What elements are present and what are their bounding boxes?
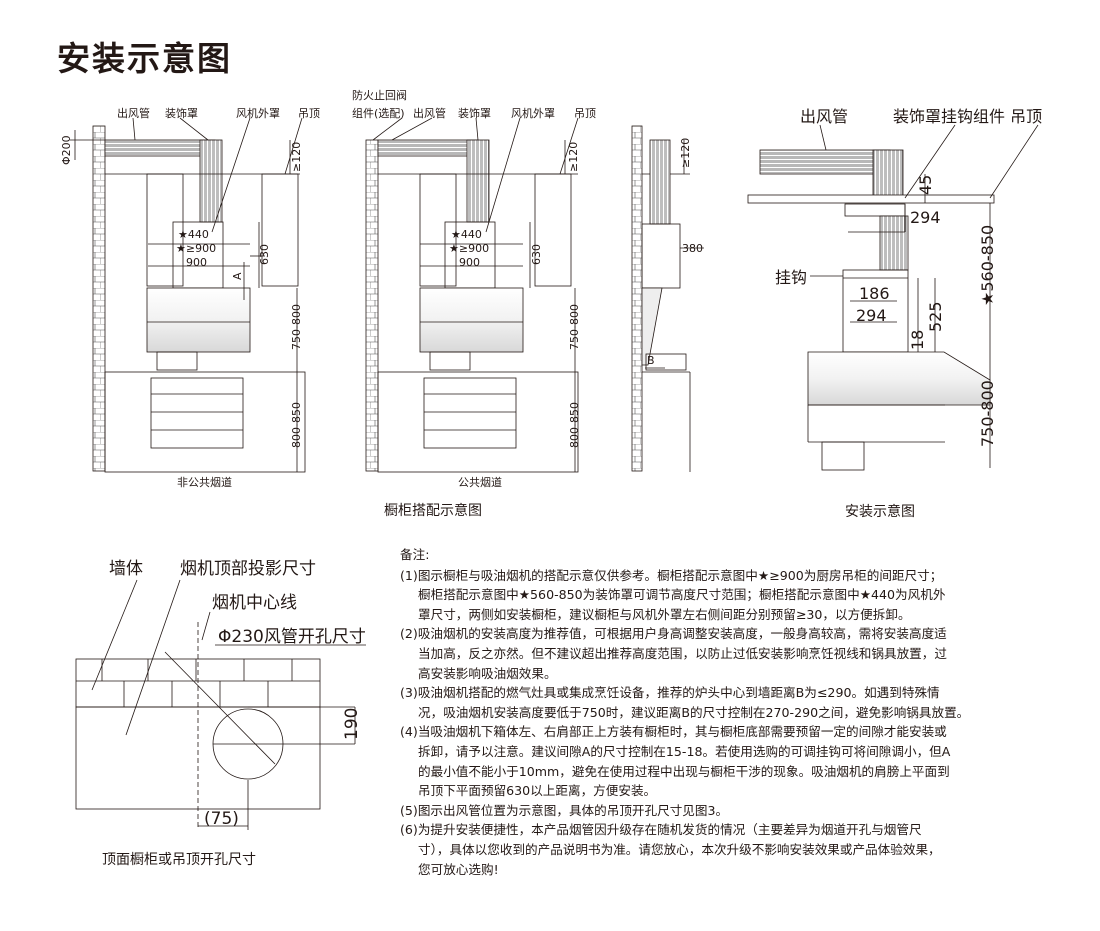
note-line: 罩尺寸，两侧如安装橱柜，建议橱柜与风机外罩左右侧间距分别预留≥30，以方便拆卸。 bbox=[418, 606, 911, 622]
label-outlet-pipe: 出风管 bbox=[117, 106, 150, 120]
page-title: 安装示意图 bbox=[57, 39, 232, 78]
note-line: 吊顶下平面预留630以上距离，方便安装。 bbox=[418, 783, 657, 799]
note-line: (2)吸油烟机的安装高度为推荐值，可根据用户身高调整安装高度，一般身高较高，需将… bbox=[400, 626, 947, 642]
label-fire-valve-optional: 组件(选配) bbox=[352, 106, 405, 120]
label-fan-cover: 风机外罩 bbox=[236, 106, 280, 120]
notes-section: 备注: (1)图示橱柜与吸油烟机的搭配示意仅供参考。橱柜搭配示意图中★≥900为… bbox=[400, 545, 1040, 879]
label-d380: 380 bbox=[682, 242, 703, 255]
cabinet-diagram-public-labels: 防火止回阀 组件(选配) 出风管 装饰罩 风机外罩 吊顶 ≥120 ★440 ★… bbox=[352, 88, 596, 489]
label-b: B bbox=[647, 354, 655, 367]
caption-hole: 顶面橱柜或吊顶开孔尺寸 bbox=[102, 852, 256, 868]
wall-brick bbox=[92, 125, 106, 472]
note-line: 况，吸油烟机安装高度要低于750时，建议距离B的尺寸控制在270-290之间，避… bbox=[418, 704, 970, 720]
caption-cabinet-matching: 橱柜搭配示意图 bbox=[384, 502, 482, 519]
label-d190: 190 bbox=[342, 708, 362, 740]
note-line: 当加高，反之亦然。但不建议超出推荐高度范围，以防止过低安装影响烹饪视线和锅具放置… bbox=[418, 645, 947, 661]
caption-private-flue: 非公共烟道 bbox=[177, 475, 232, 489]
label-h630: 630 bbox=[258, 244, 271, 265]
note-line: 的最小值不能小于10mm，避免在使用过程中出现与橱柜干涉的现象。吸油烟机的肩膀上… bbox=[418, 763, 950, 779]
label-ceiling: 吊顶 bbox=[574, 107, 596, 120]
label-h750-800: 750-800 bbox=[290, 304, 303, 350]
label-star900: ★≥900 bbox=[176, 242, 216, 255]
label-h800-850: 800-850 bbox=[290, 402, 303, 448]
cabinet-diagram-public-flue bbox=[365, 117, 579, 473]
install-diagram-labels: 出风管 装饰罩挂钩组件 吊顶 挂钩 45 294 186 294 525 18 … bbox=[775, 107, 1042, 447]
label-projection: 烟机顶部投影尺寸 bbox=[180, 559, 316, 579]
label-gap-a: A bbox=[231, 272, 244, 280]
label-star440: ★440 bbox=[451, 228, 482, 241]
note-line: (6)为提升安装便捷性，本产品烟管因升级存在随机发货的情况（主要差异为烟道开孔与… bbox=[400, 822, 922, 838]
label-d294-top: 294 bbox=[910, 208, 941, 227]
note-line: 橱柜搭配示意图中★560-850为装饰罩可调节高度尺寸范围；橱柜搭配示意图中★4… bbox=[418, 587, 946, 603]
label-outlet-pipe: 出风管 bbox=[413, 106, 446, 120]
install-diagram bbox=[747, 124, 1039, 471]
ceiling-hole-diagram bbox=[75, 579, 366, 830]
note-line: (1)图示橱柜与吸油烟机的搭配示意仅供参考。橱柜搭配示意图中★≥900为厨房吊柜… bbox=[400, 567, 943, 583]
label-w900: 900 bbox=[186, 256, 207, 269]
label-fan-cover: 风机外罩 bbox=[511, 106, 555, 120]
label-d186: 186 bbox=[859, 284, 890, 303]
label-hole-size: Φ230风管开孔尺寸 bbox=[218, 627, 366, 647]
label-ge120: ≥120 bbox=[290, 142, 303, 172]
label-hook: 挂钩 bbox=[775, 268, 807, 287]
side-view-diagram bbox=[631, 125, 704, 472]
ceiling-hole-labels: 墙体 烟机顶部投影尺寸 烟机中心线 Φ230风管开孔尺寸 190 (75) 顶面… bbox=[102, 559, 366, 868]
label-decor-cover: 装饰罩 bbox=[458, 106, 491, 120]
label-wall: 墙体 bbox=[109, 559, 143, 579]
note-line: (4)当吸油烟机下箱体左、右肩部正上方装有橱柜时，其与橱柜底部需要预留一定的间隙… bbox=[400, 724, 947, 740]
label-hook-assembly: 装饰罩挂钩组件 吊顶 bbox=[893, 107, 1042, 126]
label-d560-850: ★560-850 bbox=[978, 225, 997, 306]
note-line: (3)吸油烟机搭配的燃气灶具或集成烹饪设备，推荐的炉头中心到墙距离B为≤290。… bbox=[400, 685, 940, 701]
caption-public-flue: 公共烟道 bbox=[458, 475, 502, 489]
cabinet-diagram-private-flue bbox=[70, 117, 306, 473]
label-w900: 900 bbox=[459, 256, 480, 269]
label-ceiling: 吊顶 bbox=[298, 107, 320, 120]
label-star440: ★440 bbox=[178, 228, 209, 241]
label-centerline: 烟机中心线 bbox=[212, 593, 297, 613]
note-line: 您可放心选购! bbox=[418, 861, 499, 877]
label-d525: 525 bbox=[926, 301, 945, 332]
note-line: 高安装影响吸油烟效果。 bbox=[418, 665, 557, 681]
note-line: 寸），具体以您收到的产品说明书为准。请您放心，本次升级不影响安装效果或产品体验效… bbox=[418, 841, 941, 857]
label-decor-cover: 装饰罩 bbox=[165, 106, 198, 120]
cabinet-diagram-private-labels: 出风管 装饰罩 风机外罩 吊顶 Φ200 ≥120 ★440 ★≥900 900… bbox=[60, 106, 320, 489]
label-phi200: Φ200 bbox=[60, 135, 73, 165]
label-d75: (75) bbox=[204, 809, 239, 829]
label-outlet-pipe: 出风管 bbox=[800, 107, 848, 126]
label-d750-800: 750-800 bbox=[978, 380, 997, 447]
label-fire-valve: 防火止回阀 bbox=[352, 88, 407, 102]
caption-install: 安装示意图 bbox=[845, 503, 915, 520]
note-line: (5)图示出风管位置为示意图，具体的吊顶开孔尺寸见图3。 bbox=[400, 802, 729, 818]
label-ge120: ≥120 bbox=[679, 138, 692, 168]
label-h800-850: 800-850 bbox=[568, 402, 581, 448]
label-d18: 18 bbox=[908, 330, 927, 350]
notes-heading: 备注: bbox=[400, 547, 430, 562]
note-line: 拆卸，请予以注意。建议间隙A的尺寸控制在15-18。若使用选购的可调挂钩可将间隙… bbox=[418, 743, 951, 759]
label-h630: 630 bbox=[530, 244, 543, 265]
label-d294-bottom: 294 bbox=[856, 306, 887, 325]
label-star900: ★≥900 bbox=[449, 242, 489, 255]
side-view-labels: ≥120 380 B bbox=[647, 138, 703, 367]
label-d45: 45 bbox=[916, 175, 935, 195]
label-ge120: ≥120 bbox=[567, 142, 580, 172]
label-h750-800: 750-800 bbox=[568, 304, 581, 350]
